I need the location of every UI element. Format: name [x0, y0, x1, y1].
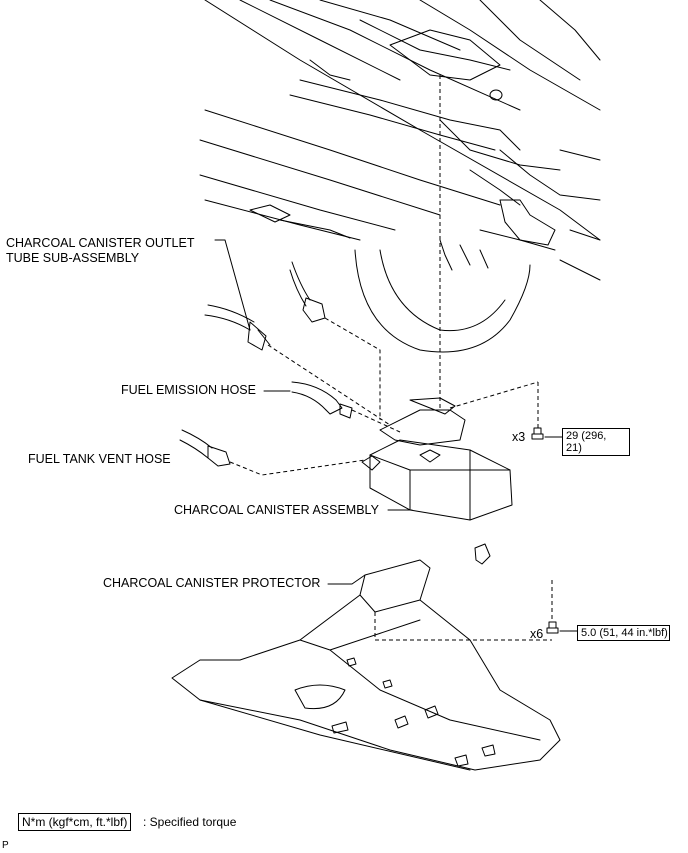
outlet-tube-part — [204, 304, 271, 351]
upper-torque-line1: 29 (296, — [566, 430, 607, 442]
bolt-lower-icon — [546, 621, 559, 634]
canister-protector-label: CHARCOAL CANISTER PROTECTOR — [103, 576, 321, 590]
lower-bolt-count: x6 — [530, 627, 544, 641]
leader-outlet-tube — [214, 239, 251, 331]
bolt-upper-icon — [531, 427, 544, 440]
vehicle-underbody — [199, 0, 601, 353]
canister-protector-part — [171, 559, 561, 771]
fuel-emission-hose-label: FUEL EMISSION HOSE — [121, 383, 256, 397]
torque-legend-description: : Specified torque — [143, 815, 237, 829]
footer-mark: P — [2, 840, 9, 851]
leader-protector — [327, 574, 366, 585]
alignment-lines — [229, 75, 553, 641]
outlet-tube-label-line2: TUBE SUB-ASSEMBLY — [6, 251, 140, 265]
torque-unit-legend-box: N*m (kgf*cm, ft.*lbf) — [18, 813, 132, 831]
fuel-tank-vent-hose-label: FUEL TANK VENT HOSE — [28, 452, 171, 466]
charcoal-canister-part — [361, 397, 513, 565]
outlet-tube-label-line1: CHARCOAL CANISTER OUTLET — [6, 236, 195, 250]
fuel-emission-hose-part — [291, 381, 353, 419]
upper-torque-box: 29 (296, 21) — [562, 428, 630, 456]
fuel-tank-vent-hose-part — [179, 429, 231, 467]
upper-bolt-count: x3 — [512, 430, 526, 444]
upper-torque-line2: 21) — [566, 442, 582, 454]
short-hose-part — [289, 261, 326, 323]
canister-assembly-label: CHARCOAL CANISTER ASSEMBLY — [174, 503, 379, 517]
lower-torque-box: 5.0 (51, 44 in.*lbf) — [577, 625, 670, 641]
